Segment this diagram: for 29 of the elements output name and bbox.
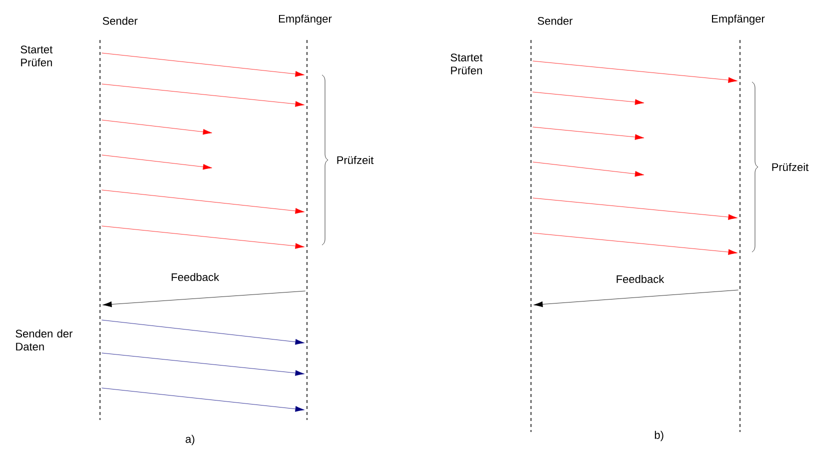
lifeline-label: Empfänger: [712, 14, 765, 25]
arrow: [102, 320, 304, 345]
arrow: [102, 84, 304, 107]
arrow: [102, 226, 304, 249]
arrow: [534, 290, 738, 308]
label: b): [654, 430, 664, 442]
edge-label: Feedback: [170, 272, 220, 282]
arrow: [102, 52, 304, 77]
arrow: [532, 232, 738, 255]
label: Startet Prüfen: [450, 54, 483, 74]
label: a): [186, 434, 194, 446]
lifeline: [306, 40, 308, 420]
arrow: [102, 388, 304, 412]
arrow: [532, 92, 644, 105]
arrow: [532, 198, 738, 220]
arrow: [102, 154, 212, 170]
arrow: [102, 190, 304, 214]
arrow: [102, 352, 304, 376]
lifeline-label: Sender: [102, 16, 138, 25]
arrow: [102, 290, 306, 308]
arrow: [102, 120, 212, 135]
arrow: [532, 126, 644, 140]
arrow: [532, 60, 738, 83]
edge-label: Feedback: [614, 274, 666, 284]
arrow: [532, 162, 644, 177]
lifeline: [530, 40, 532, 432]
lifeline-label: Sender: [538, 16, 573, 25]
label: Startet Prüfen: [20, 46, 53, 66]
lifeline-label: Empfänger: [279, 14, 332, 25]
